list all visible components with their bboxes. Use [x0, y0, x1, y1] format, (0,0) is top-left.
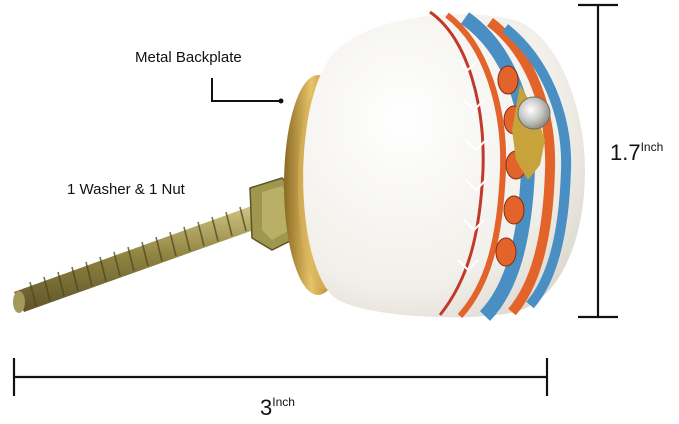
backplate-label: Metal Backplate [135, 49, 242, 66]
height-value: 1.7 [610, 140, 641, 165]
width-value: 3 [260, 395, 273, 420]
height-dimension-text: 1.7Inch [610, 140, 663, 166]
callout-dot [278, 98, 284, 104]
height-unit: Inch [640, 140, 664, 154]
width-dimension-text: 3Inch [260, 395, 295, 421]
center-cap [512, 85, 551, 180]
backplate-callout [211, 78, 281, 102]
washer-nut-label: 1 Washer & 1 Nut [67, 181, 185, 198]
width-unit: Inch [272, 395, 295, 409]
ceramic-knob [303, 10, 585, 321]
threaded-screw [13, 200, 276, 313]
height-dimension-line [578, 3, 618, 319]
width-dimension-line [12, 358, 549, 396]
